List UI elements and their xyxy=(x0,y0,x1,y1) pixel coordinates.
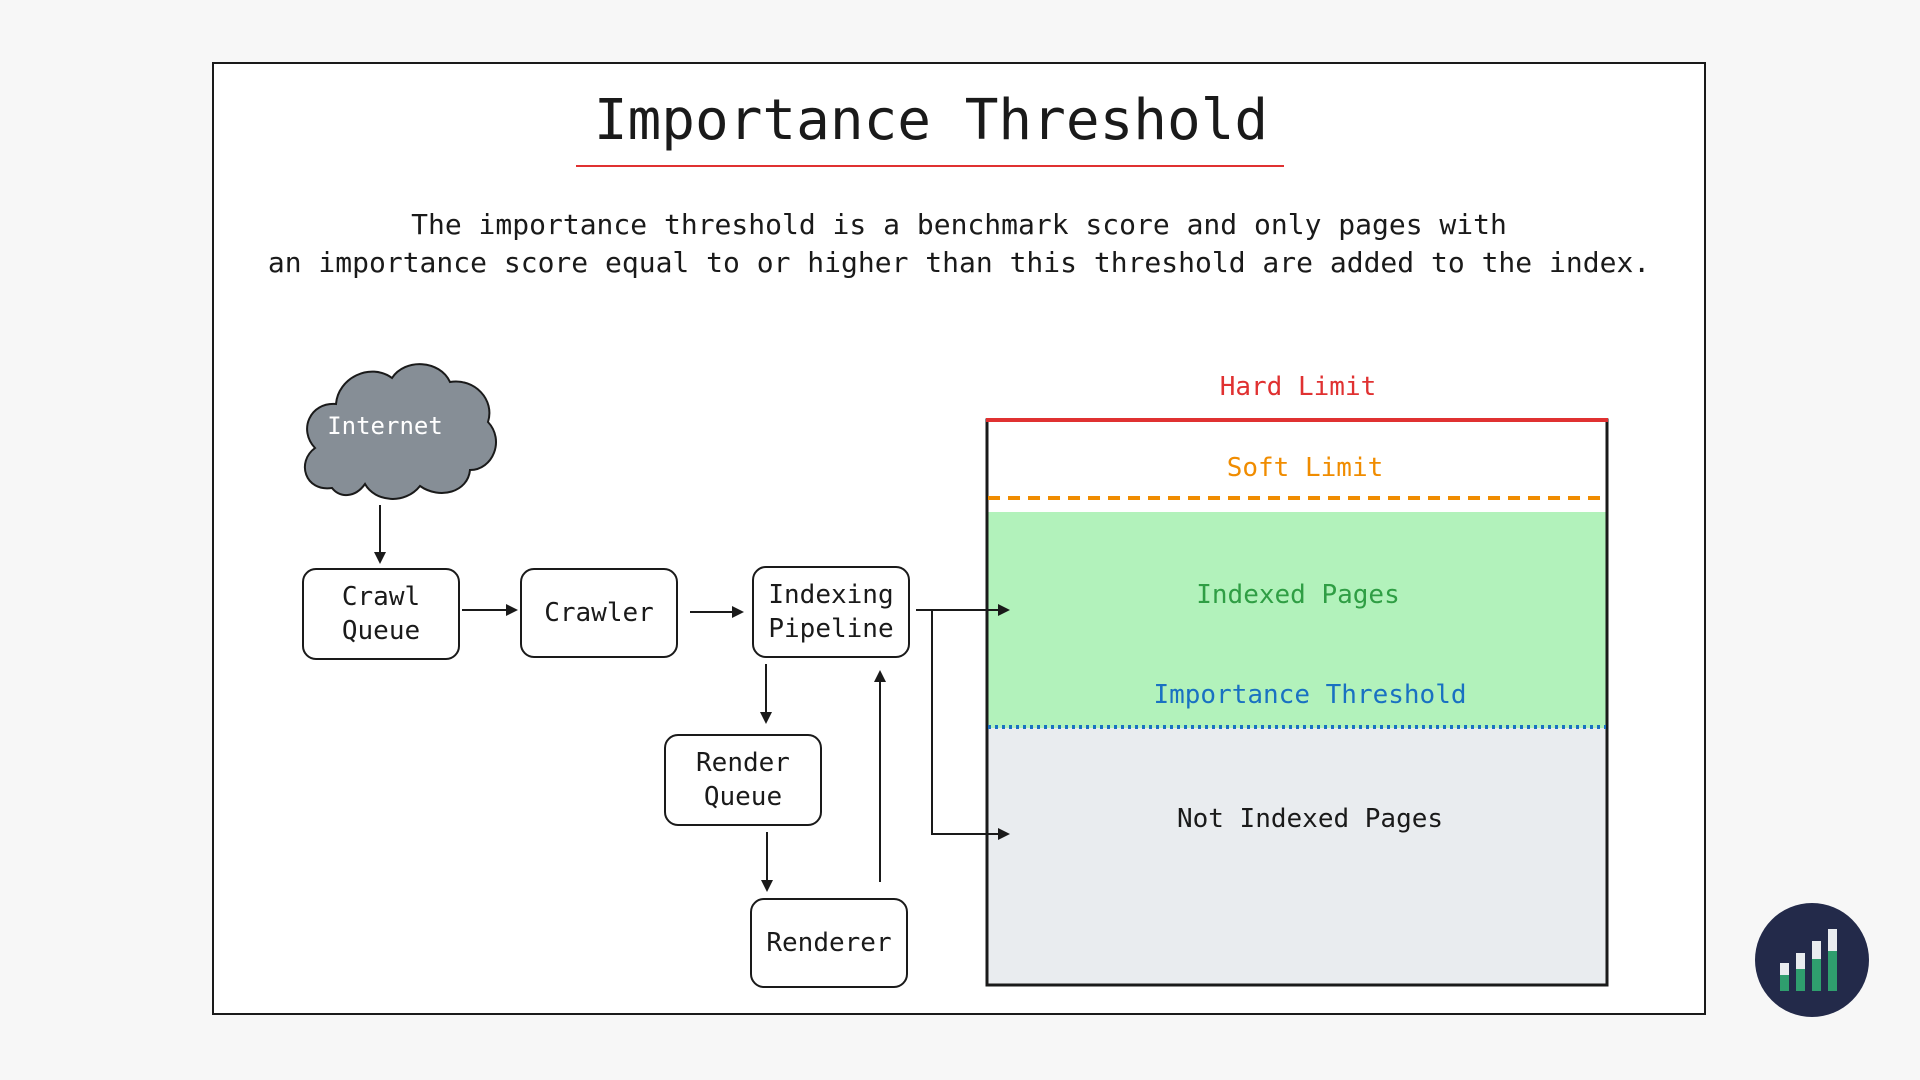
not-indexed-pages-label: Not Indexed Pages xyxy=(1176,804,1444,834)
crawler-node: Crawler xyxy=(520,568,678,658)
importance-threshold-label: Importance Threshold xyxy=(1153,680,1467,710)
indexing-pipeline-label-line-1: Indexing xyxy=(768,580,894,610)
renderer-node: Renderer xyxy=(750,898,908,988)
crawl-queue-node: Crawl Queue xyxy=(302,568,460,660)
internet-label: Internet xyxy=(327,412,443,440)
description-line-1: The importance threshold is a benchmark … xyxy=(411,208,1507,241)
logo-bars xyxy=(1780,929,1837,991)
title-underline xyxy=(576,165,1284,167)
render-queue-label-line-1: Render xyxy=(696,748,790,778)
crawl-queue-label-line-1: Crawl xyxy=(341,582,421,612)
crawler-label: Crawler xyxy=(544,598,654,628)
render-queue-node: Render Queue xyxy=(664,734,822,826)
indexed-pages-label: Indexed Pages xyxy=(1196,580,1400,610)
bar-chart-logo-icon xyxy=(1755,903,1869,1017)
render-queue-label-line-2: Queue xyxy=(703,782,783,812)
renderer-label: Renderer xyxy=(766,928,892,958)
indexing-pipeline-node: Indexing Pipeline xyxy=(752,566,910,658)
not-indexed-pages-region xyxy=(988,728,1606,984)
soft-limit-label: Soft Limit xyxy=(1226,453,1384,483)
indexed-pages-region xyxy=(988,512,1606,728)
arrow-indexing-to-not-indexed xyxy=(931,610,1010,840)
hard-limit-label: Hard Limit xyxy=(1219,372,1377,402)
page-title: Importance Threshold xyxy=(593,88,1269,153)
internet-cloud-shape xyxy=(304,363,497,500)
description-line-2: an importance score equal to or higher t… xyxy=(267,246,1651,279)
indexing-pipeline-label-line-2: Pipeline xyxy=(768,614,894,644)
crawl-queue-label-line-2: Queue xyxy=(341,616,421,646)
